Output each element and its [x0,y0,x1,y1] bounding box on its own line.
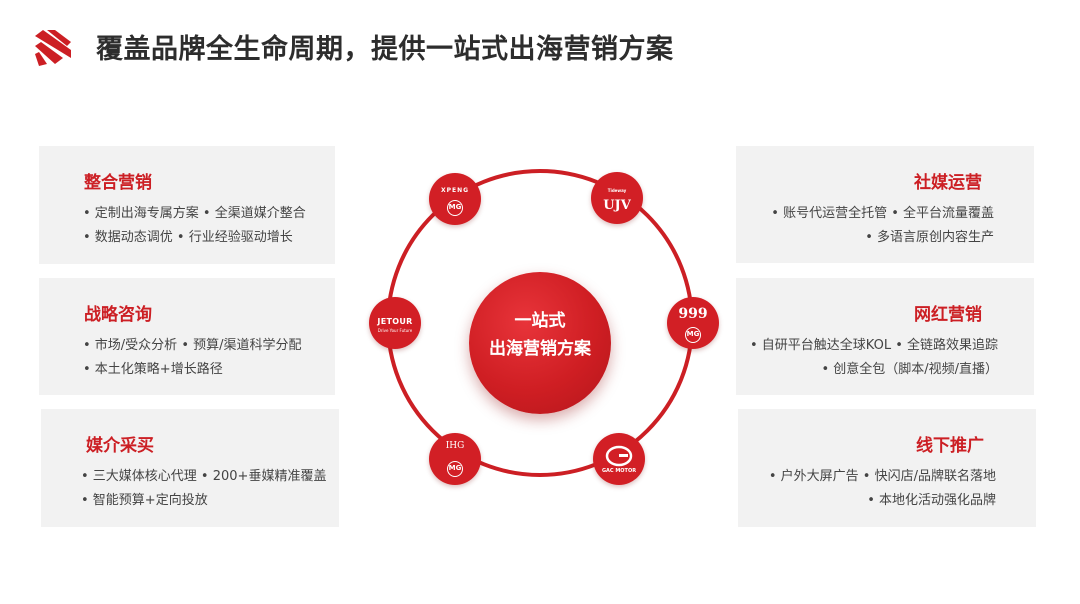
card-title: 战略咨询 [84,305,152,325]
brand-label-ujv: UJV [603,198,631,213]
card-offline-promotion: 线下推广 • 户外大屏广告 • 快闪店/品牌联名落地 • 本地化活动强化品牌 [738,409,1036,527]
card-bullets: • 市场/受众分析 • 预算/渠道科学分配 • 本土化策略+增长路径 [83,334,302,382]
brand-label-jetour: JETOUR [377,317,413,326]
card-bullets: • 三大媒体核心代理 • 200+垂媒精准覆盖 • 智能预算+定向投放 [81,465,326,513]
brand-node-999: 999 MG [667,297,719,349]
brand-label-999: 999 [678,306,708,322]
bullet-item: • 市场/受众分析 • 预算/渠道科学分配 [83,338,302,353]
center-title-line1: 一站式 [514,311,566,331]
card-bullets: • 户外大屏广告 • 快闪店/品牌联名落地 • 本地化活动强化品牌 [769,465,996,513]
card-strategy-consulting: 战略咨询 • 市场/受众分析 • 预算/渠道科学分配 • 本土化策略+增长路径 [39,278,335,395]
bullet-item: • 本地化活动强化品牌 [867,493,996,508]
brand-node-ujv: Tideway UJV [591,172,643,224]
bullet-item: • 账号代运营全托管 • 全平台流量覆盖 [771,206,994,221]
bullet-item: • 三大媒体核心代理 • 200+垂媒精准覆盖 [81,469,327,484]
card-bullets: • 定制出海专属方案 • 全渠道媒介整合 • 数据动态调优 • 行业经验驱动增长 [83,202,306,250]
brand-node-gac-motor: GAC MOTOR [593,433,645,485]
card-social-media-ops: 社媒运营 • 账号代运营全托管 • 全平台流量覆盖 • 多语言原创内容生产 [736,146,1034,263]
center-circle: 一站式 出海营销方案 [469,272,611,414]
bullet-item: • 自研平台触达全球KOL • 全链路效果追踪 [749,338,998,353]
bullet-item: • 智能预算+定向投放 [81,493,208,508]
bullet-item: • 创意全包（脚本/视频/直播） [821,362,998,377]
brand-sub-jetour-slogan: Drive Your Future [377,328,413,333]
page-title: 覆盖品牌全生命周期，提供一站式出海营销方案 [96,34,674,65]
bullet-item: • 定制出海专属方案 • 全渠道媒介整合 [83,206,306,221]
bullet-item: • 本土化策略+增长路径 [83,362,223,377]
brand-sub-mg-logo: MG [685,327,701,343]
card-bullets: • 自研平台触达全球KOL • 全链路效果追踪 • 创意全包（脚本/视频/直播） [750,334,998,382]
card-title: 网红营销 [914,305,982,325]
center-title-line2: 出海营销方案 [489,339,591,359]
brand-sub-mg-logo: MG [447,200,463,216]
brand-sub-tideway: Tideway [607,188,627,193]
bullet-item: • 多语言原创内容生产 [865,230,994,245]
bullet-item: • 数据动态调优 • 行业经验驱动增长 [83,230,293,245]
brand-node-jetour: JETOUR Drive Your Future [369,297,421,349]
card-integrated-marketing: 整合营销 • 定制出海专属方案 • 全渠道媒介整合 • 数据动态调优 • 行业经… [39,146,335,264]
card-bullets: • 账号代运营全托管 • 全平台流量覆盖 • 多语言原创内容生产 [771,202,994,250]
card-media-buying: 媒介采买 • 三大媒体核心代理 • 200+垂媒精准覆盖 • 智能预算+定向投放 [41,409,339,527]
brand-node-ihg: IHG MG [429,433,481,485]
brand-node-xpeng: XPENG MG [429,173,481,225]
gac-logo-icon [605,445,633,467]
brand-label-xpeng: XPENG [440,187,470,194]
bullet-item: • 户外大屏广告 • 快闪店/品牌联名落地 [768,469,996,484]
brand-label-ihg: IHG [445,441,465,451]
card-title: 媒介采买 [86,436,154,456]
card-title: 社媒运营 [914,173,982,193]
company-logo-icon [35,30,71,66]
card-title: 整合营销 [84,173,152,193]
brand-sub-mg-logo: MG [447,461,463,477]
brand-label-gac-motor: GAC MOTOR [601,468,637,474]
card-title: 线下推广 [916,436,984,456]
card-influencer-marketing: 网红营销 • 自研平台触达全球KOL • 全链路效果追踪 • 创意全包（脚本/视… [736,278,1034,395]
